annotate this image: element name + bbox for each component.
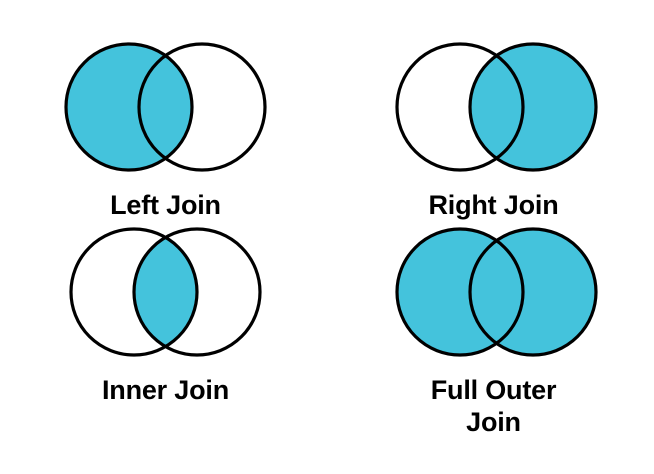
venn-outline-left <box>64 42 194 172</box>
venn-diagram-right-join <box>394 41 599 176</box>
venn-outline-right <box>468 227 598 357</box>
venn-svg-right-join <box>395 42 598 172</box>
venn-diagram-full-outer-join <box>394 226 599 361</box>
venn-region-intersection <box>134 229 197 355</box>
panel-right-join: Right Join <box>327 0 654 220</box>
panel-left-join: Left Join <box>0 0 327 220</box>
venn-region-intersection <box>470 229 523 355</box>
panel-label-left-join: Left Join <box>110 190 221 220</box>
venn-diagram-left-join <box>63 41 268 176</box>
venn-outline-right <box>468 42 598 172</box>
venn-outline-right <box>132 227 262 357</box>
venn-outline-left <box>395 227 525 357</box>
venn-svg-full-outer-join <box>395 227 598 357</box>
venn-outline-left <box>69 227 199 357</box>
panel-label-inner-join: Inner Join <box>101 375 229 405</box>
venn-region-intersection <box>470 44 523 170</box>
panel-inner-join: Inner Join <box>0 215 327 474</box>
venn-diagram-inner-join <box>63 226 268 361</box>
venn-svg-inner-join <box>69 227 262 357</box>
venn-outline-right <box>137 42 267 172</box>
venn-svg-left-join <box>64 42 267 172</box>
panel-full-outer-join: Full Outer Join <box>327 215 654 474</box>
venn-region-intersection <box>139 44 192 170</box>
panel-label-full-outer-join: Full Outer Join <box>430 375 557 437</box>
panel-label-right-join: Right Join <box>428 190 559 220</box>
venn-outline-left <box>395 42 525 172</box>
